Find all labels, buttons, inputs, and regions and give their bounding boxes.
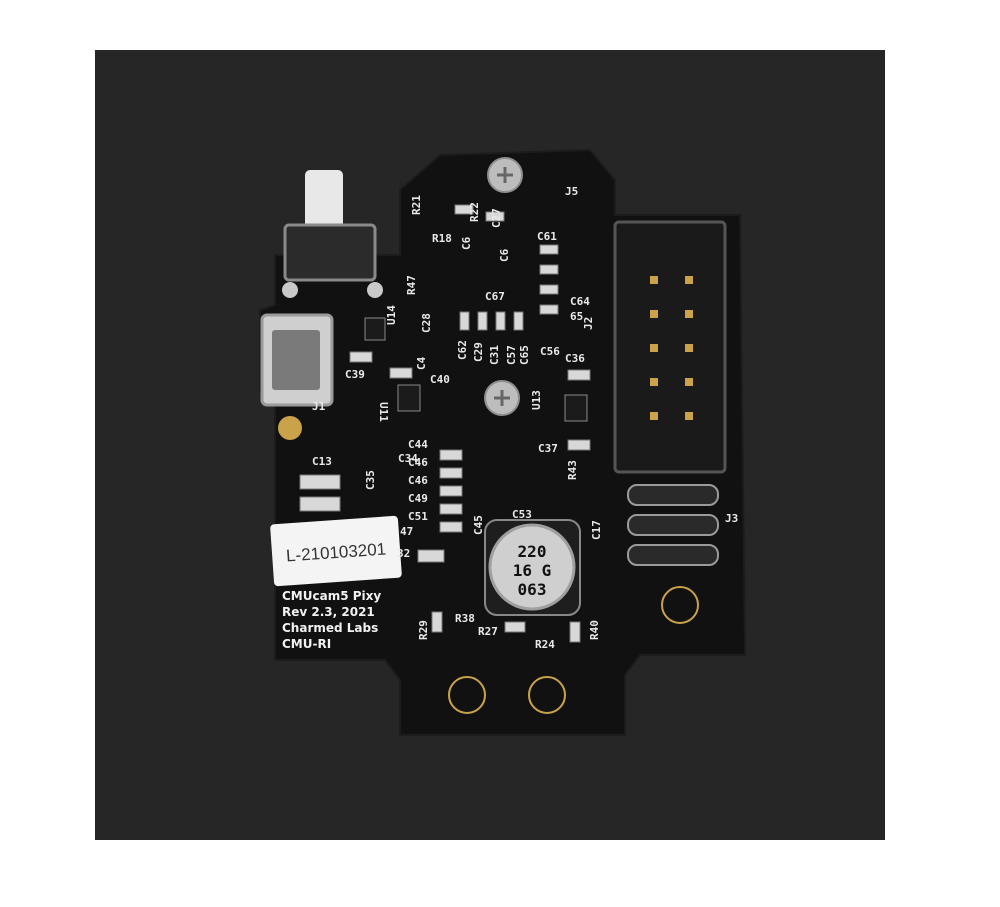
designator-label: C17: [590, 520, 603, 540]
designator-label: R27: [478, 625, 498, 638]
silkscreen-lab: CMU-RI: [282, 637, 331, 651]
designator-label: C28: [420, 313, 433, 333]
designator-label: R40: [588, 620, 601, 640]
designator-label: C53: [512, 508, 532, 521]
designator-label: J1: [312, 400, 326, 413]
capacitor-top: [488, 523, 576, 611]
button-pin: [367, 282, 383, 298]
designator-label: C27: [490, 208, 503, 228]
designator-label: C62: [456, 340, 469, 360]
designator-label: J5: [565, 185, 578, 198]
designator-label: C65: [518, 345, 531, 365]
screw-slot: [494, 390, 510, 406]
smd-components: [299, 204, 591, 643]
designator-label: C4: [415, 356, 428, 370]
chip: [397, 384, 421, 412]
mount-hole: [528, 676, 566, 714]
designator-label: C35: [364, 470, 377, 490]
designator-label: R38: [455, 612, 475, 625]
chip: [564, 394, 588, 422]
chip: [364, 317, 386, 341]
designator-label: R18: [432, 232, 452, 245]
screw-slot: [497, 167, 513, 183]
designator-label: R21: [410, 195, 423, 215]
pin-header-j3: [627, 484, 719, 566]
designator-label: C6: [460, 236, 473, 250]
designator-label: R24: [535, 638, 555, 651]
button-pin: [282, 282, 298, 298]
button-cap: [305, 170, 343, 230]
gold-pad: [278, 416, 302, 440]
label-sticker: [270, 515, 402, 587]
mount-hole: [661, 586, 699, 624]
button-body: [283, 223, 377, 282]
designator-label: C6: [498, 248, 511, 262]
designator-label: C31: [488, 345, 501, 365]
designator-label: C46: [408, 474, 428, 487]
designator-label: C45: [472, 515, 485, 535]
designator-label: C44: [408, 438, 428, 451]
designator-label: C36: [565, 352, 585, 365]
designator-label: R43: [566, 460, 579, 480]
header-pins: [650, 276, 693, 420]
designator-label: C51: [408, 510, 428, 523]
silkscreen-product: CMUcam5 Pixy: [282, 589, 381, 603]
mount-hole: [448, 676, 486, 714]
designator-label: C61: [537, 230, 557, 243]
designator-label: C46: [408, 456, 428, 469]
capacitor-value: 220: [518, 542, 547, 561]
designator-label: C37: [538, 442, 558, 455]
designator-label: C13: [312, 455, 332, 468]
silkscreen-maker: Charmed Labs: [282, 621, 378, 635]
designator-label: C29: [472, 342, 485, 362]
designator-label: R22: [468, 202, 481, 222]
silkscreen-revision: Rev 2.3, 2021: [282, 605, 375, 619]
designator-label: J2: [582, 317, 595, 330]
designator-label: J3: [725, 512, 738, 525]
designator-label: C67: [485, 290, 505, 303]
designator-label: U13: [530, 390, 543, 410]
capacitor-voltage: 16 G: [513, 561, 552, 580]
designator-label: C57: [505, 345, 518, 365]
designator-label: C64: [570, 295, 590, 308]
designator-label: R47: [405, 275, 418, 295]
designator-label: C34: [398, 452, 418, 465]
designator-label: R29: [417, 620, 430, 640]
designator-label: C56: [540, 345, 560, 358]
header-connector: [613, 220, 727, 474]
designator-label: 65: [570, 310, 583, 323]
capacitor-code: 063: [518, 580, 547, 599]
designator-label: C49: [408, 492, 428, 505]
designator-label: U14: [385, 305, 398, 325]
designator-label: C39: [345, 368, 365, 381]
designator-label: U11: [377, 402, 390, 422]
usb-port: [272, 330, 320, 390]
designator-label: 32: [397, 547, 410, 560]
designator-label: 47: [400, 525, 413, 538]
designator-label: C40: [430, 373, 450, 386]
